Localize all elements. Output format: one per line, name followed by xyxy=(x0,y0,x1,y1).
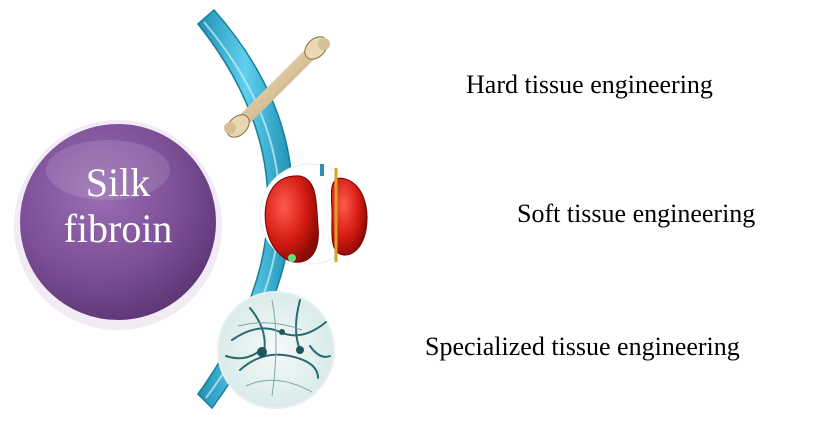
center-label-line2: fibroin xyxy=(18,206,218,252)
organ-icon xyxy=(260,164,367,264)
center-label: Silk fibroin xyxy=(18,160,218,252)
neuron-icon xyxy=(218,292,334,408)
specialized-tissue-label: Specialized tissue engineering xyxy=(425,332,740,362)
soft-tissue-label: Soft tissue engineering xyxy=(517,199,755,229)
hard-tissue-label: Hard tissue engineering xyxy=(466,70,713,100)
center-label-line1: Silk xyxy=(18,160,218,206)
